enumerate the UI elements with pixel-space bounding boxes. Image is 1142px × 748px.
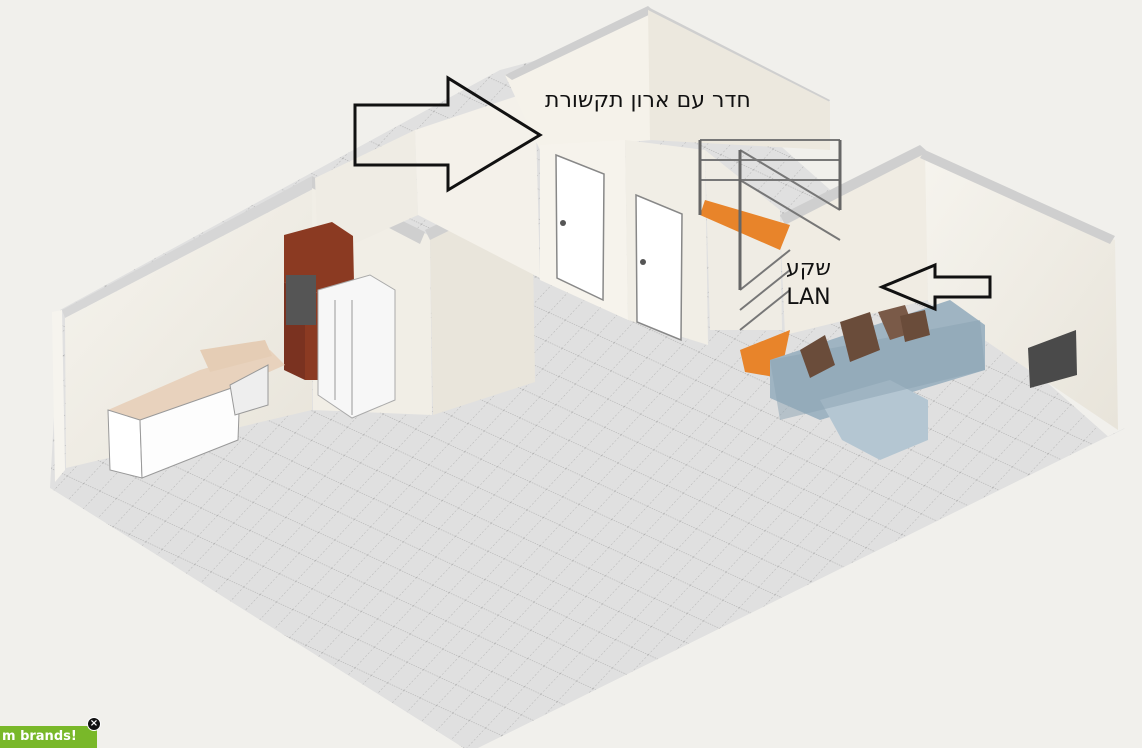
right-arrow-icon bbox=[353, 75, 543, 193]
lan-socket-label: שקע LAN bbox=[786, 254, 831, 312]
wall-panel bbox=[1028, 330, 1077, 388]
promo-banner-text: m brands! bbox=[2, 729, 77, 744]
lan-label-line1: שקע bbox=[786, 256, 831, 281]
sofa bbox=[770, 300, 985, 460]
lan-label-line2: LAN bbox=[786, 285, 831, 310]
door-1 bbox=[555, 153, 605, 302]
kitchen-appliances bbox=[284, 222, 396, 419]
left-outer-wall bbox=[52, 310, 65, 482]
close-icon[interactable]: × bbox=[87, 717, 101, 731]
kitchen-island bbox=[107, 340, 285, 479]
promo-banner[interactable]: m brands! × bbox=[0, 717, 101, 748]
comm-room-label: חדר עם ארון תקשורת bbox=[545, 88, 751, 113]
left-arrow-icon bbox=[878, 262, 992, 312]
